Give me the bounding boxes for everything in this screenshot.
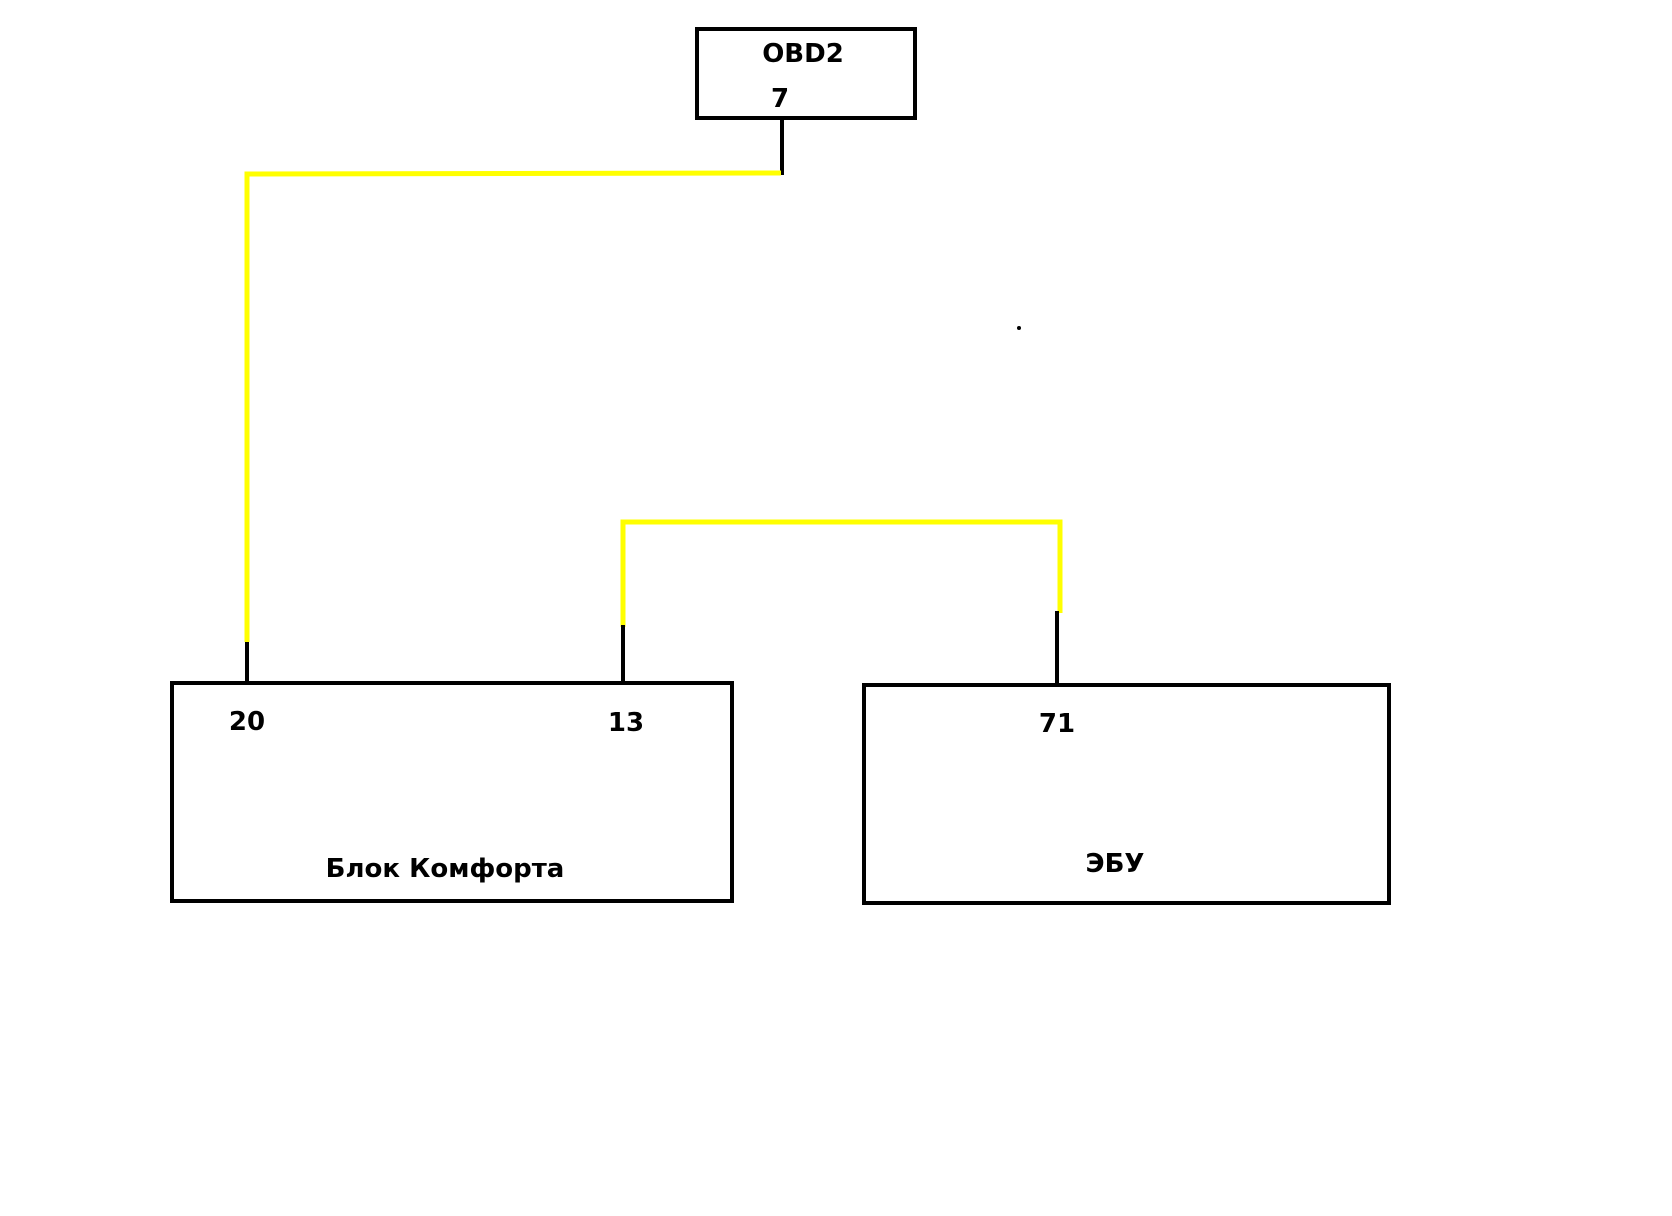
comfort-block-box [170,681,734,903]
comfort-block: 20 13 Блок Комфорта [170,625,734,903]
ecu-pin-71-label: 71 [1039,709,1075,739]
obd2-pin-label: 7 [771,84,789,114]
obd2-connector: OBD2 7 [695,27,917,175]
wire-comfort-to-ecu [620,519,1063,627]
obd2-box [695,27,917,120]
ecu-title: ЭБУ [1086,849,1145,879]
stray-dot [1017,326,1021,330]
wire-obd2-to-comfort [244,170,782,642]
ecu-box [862,683,1391,905]
comfort-pin-13-label: 13 [608,708,644,738]
comfort-block-title: Блок Комфорта [326,854,565,884]
obd2-title: OBD2 [762,39,844,69]
comfort-pin-20-label: 20 [229,707,265,737]
ecu-block: 71 ЭБУ [862,611,1391,905]
